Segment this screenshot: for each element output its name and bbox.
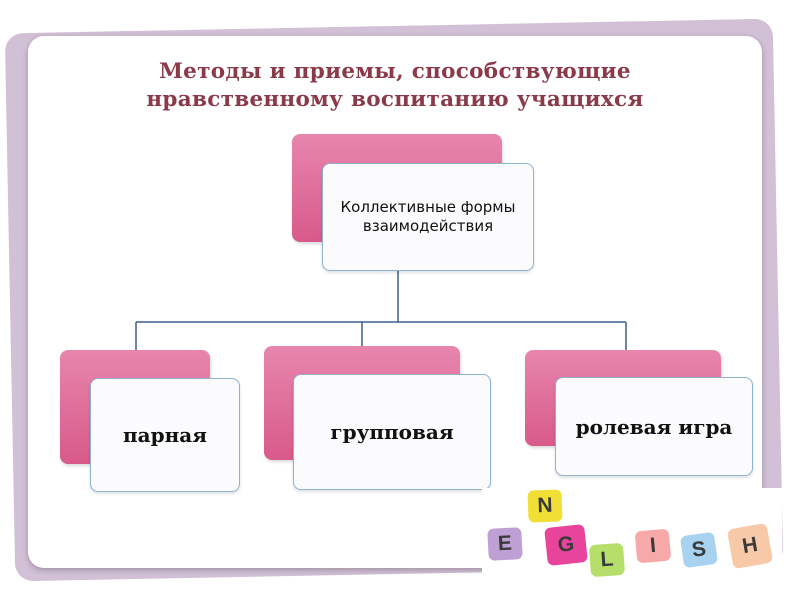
letter-tile-s: S [680,532,718,568]
letter-tile-g: G [544,524,588,566]
letter-tile-n: N [527,489,562,522]
letter-tile-h: H [727,523,773,569]
child-node-1: парная [90,378,240,492]
root-node-label: Коллективные формы взаимодействия [323,194,533,240]
letter-tile-e: E [487,527,523,561]
child-node-label-2: групповая [326,416,457,448]
english-logo: N E G L I S H [482,488,782,580]
child-node-3: ролевая игра [555,377,753,476]
root-node: Коллективные формы взаимодействия [322,163,534,271]
child-node-2: групповая [293,374,491,490]
letter-tile-l: L [589,543,625,577]
letter-tile-i: I [635,529,672,564]
child-node-label-1: парная [119,419,211,451]
child-node-label-3: ролевая игра [572,411,737,443]
